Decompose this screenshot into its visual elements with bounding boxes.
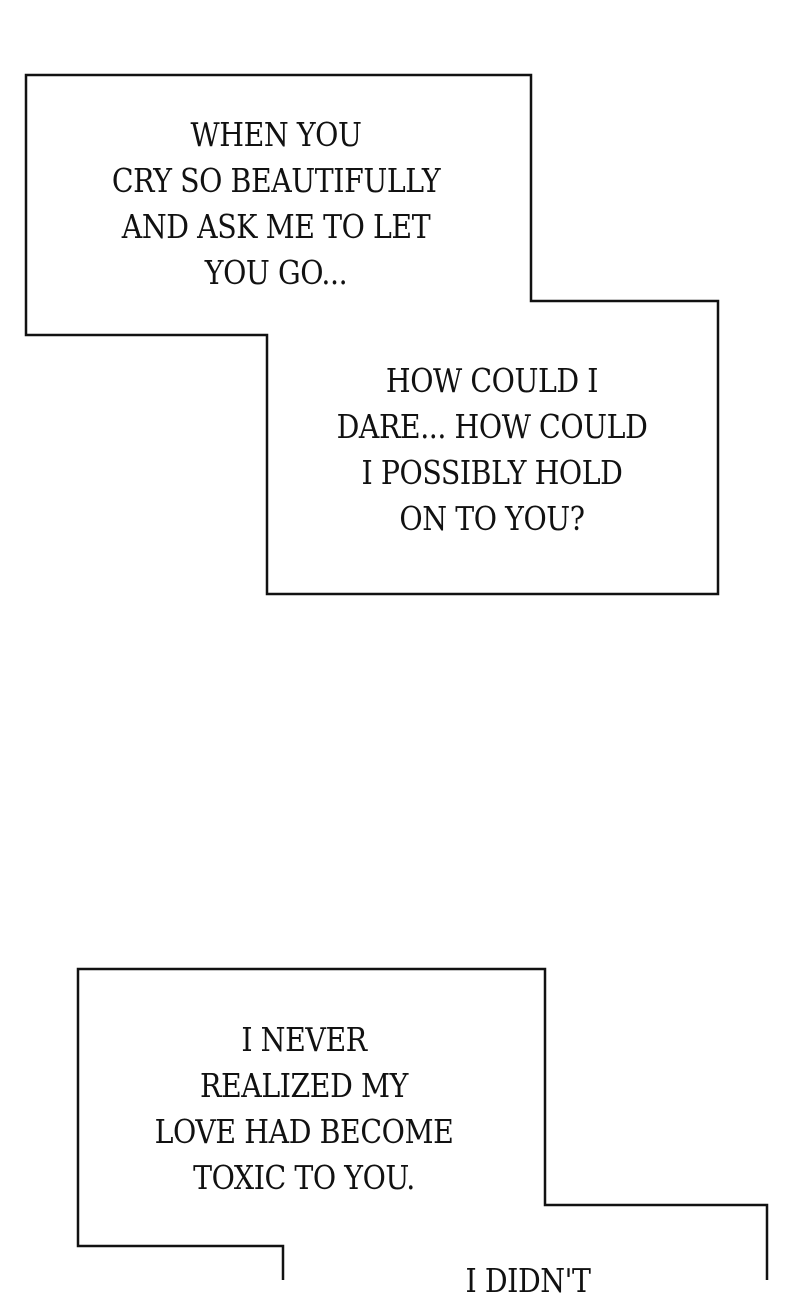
caption-line: WHEN YOU — [190, 115, 362, 154]
caption-line: HOW COULD I — [385, 361, 599, 400]
caption-line: TOXIC TO YOU. — [193, 1158, 415, 1197]
caption-box-outline-bottom — [76, 967, 769, 1280]
caption-line: DARE... HOW COULD — [336, 407, 648, 446]
caption-line: CRY SO BEAUTIFULLY — [111, 161, 441, 200]
caption-line: I POSSIBLY HOLD — [361, 453, 623, 492]
caption-line: REALIZED MY — [200, 1066, 408, 1105]
caption-line: I DIDN'T — [465, 1261, 591, 1300]
caption-line: LOVE HAD BECOME — [154, 1112, 454, 1151]
caption-when-you-cry: WHEN YOU CRY SO BEAUTIFULLY AND ASK ME T… — [78, 112, 474, 296]
caption-line: I NEVER — [241, 1020, 367, 1059]
caption-line: AND ASK ME TO LET — [121, 207, 431, 246]
caption-line: YOU GO... — [204, 253, 348, 292]
caption-how-could-i-dare: HOW COULD I DARE... HOW COULD I POSSIBLY… — [303, 358, 681, 542]
caption-i-didnt: I DIDN'T — [339, 1258, 717, 1304]
caption-i-never-realized: I NEVER REALIZED MY LOVE HAD BECOME TOXI… — [115, 1017, 493, 1201]
caption-box-outline-top — [24, 73, 720, 596]
caption-line: ON TO YOU? — [399, 499, 585, 538]
